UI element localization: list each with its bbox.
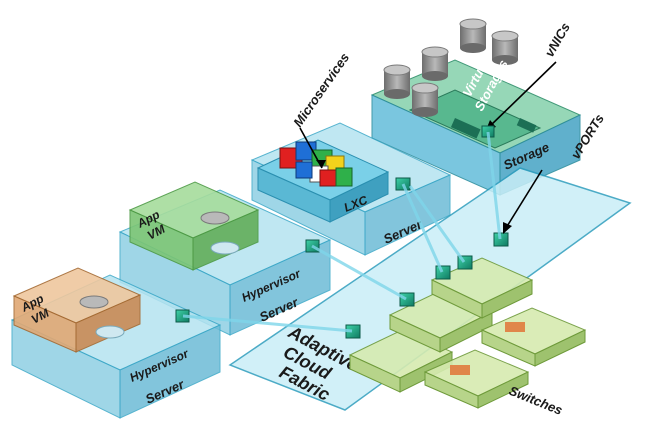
microservice-cubes (279, 141, 353, 187)
switch-board (423, 349, 530, 409)
database-disk-icon (491, 30, 519, 65)
connection-beams (182, 131, 502, 333)
app-vm-left: App VM (12, 267, 142, 353)
vnics-label: vNICs (542, 20, 573, 59)
vports-arrow (505, 169, 543, 229)
microservices-arrowhead (316, 160, 326, 168)
switches-group: Switches (345, 232, 587, 418)
server-right-node: LXC Server (250, 122, 452, 256)
vport-cube (493, 232, 509, 247)
database-disk-icon (383, 64, 411, 99)
database-disk-icon (459, 18, 487, 53)
server-left-node: App VM Hypervisor Server (10, 267, 222, 419)
vnics-arrow (487, 61, 557, 129)
server-mid-node: App VM Hypervisor Server (118, 181, 332, 336)
switch-board (480, 307, 587, 367)
app-vm-mid: App VM (128, 181, 260, 271)
microservices-label: Microservices (290, 50, 352, 130)
switch-board (430, 257, 534, 319)
vports-arrowhead (503, 222, 512, 234)
switches-label: Switches (507, 383, 565, 418)
storage-node: Virtual Storages Storage (370, 18, 582, 196)
storage-inner-board (408, 89, 542, 149)
database-disk-icon (421, 46, 449, 81)
vport-cube (399, 292, 415, 307)
vport-cube (435, 265, 451, 280)
database-disk-icon (411, 82, 439, 117)
